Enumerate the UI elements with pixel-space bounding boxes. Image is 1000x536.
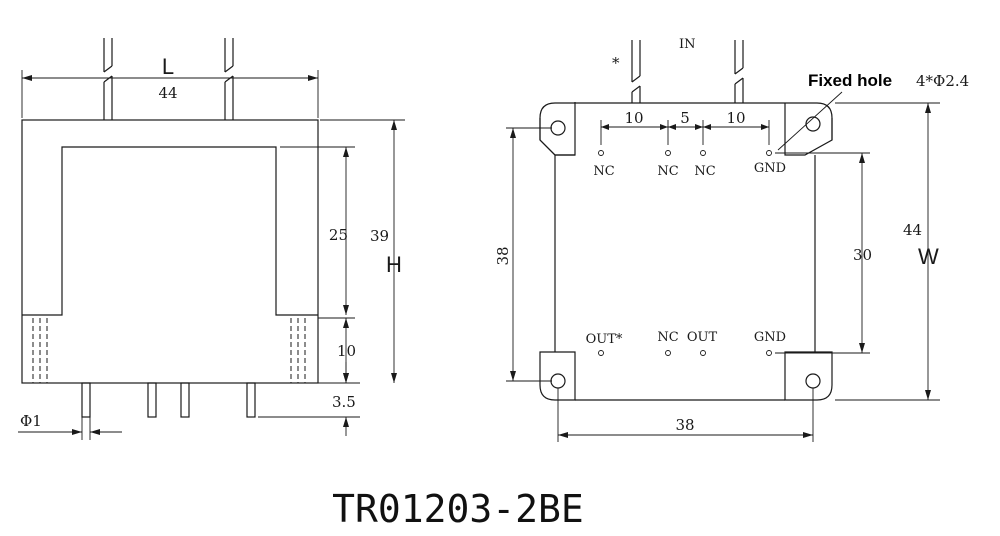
dim-25-line [280,146,355,315]
pitch-10-right: 10 [726,109,745,127]
dim-30-line [775,152,870,354]
dim-38-side: 38 [494,246,512,265]
in-label: IN [679,37,696,52]
fixed-hole-label: Fixed hole [808,71,892,90]
dim-44-line [835,102,940,401]
front-bottom-pin [180,382,190,418]
front-bottom-pin [81,382,91,418]
fixed-hole-spec: 4*Φ2.4 [916,72,969,90]
pin-hole [665,350,671,356]
model-name: TR01203-2BE [332,487,584,531]
pitch-10-left: 10 [624,109,643,127]
pin-hole [598,350,604,356]
dim-3-5: 3.5 [332,393,356,411]
dim-38-bottom-line [557,388,814,442]
dim-25: 25 [329,226,348,244]
pin-hole [598,150,604,156]
pin-diameter-dimension [18,417,122,440]
fixed-hole [805,116,821,132]
fixed-hole [550,120,566,136]
dim-39: 39 [370,227,389,245]
bottom-pin-label: NC [657,330,678,345]
pin-hole [766,350,772,356]
fixed-hole-leader [777,91,843,151]
ear-bottom-left [539,351,576,401]
dim-38-bottom: 38 [675,416,694,434]
dim-30: 30 [853,246,872,264]
bottom-pin-label: OUT [687,330,718,345]
fixed-hole [805,373,821,389]
front-bottom-pin [147,382,157,418]
front-top-lead-right [224,38,234,120]
pin-hole [700,350,706,356]
dim-44: 44 [903,221,922,239]
dim-39-line [320,119,405,383]
letter-h: H [386,252,402,277]
top-view-lead-left [631,40,641,103]
pin-hole [665,150,671,156]
letter-w: W [918,244,939,269]
top-pin-label: NC [694,164,715,179]
front-core-window [22,146,318,316]
front-bottom-pin [246,382,256,418]
dim-38-side-line [506,127,552,382]
front-view: L 44 25 39 H 10 [18,38,405,440]
bottom-pin-label: GND [754,330,786,345]
top-view: * IN Fixed hole 4*Φ2.4 10 5 10 NC NC [494,37,969,442]
width-dimension [21,70,319,118]
pin-hole [766,150,772,156]
top-pin-label: NC [657,164,678,179]
pin-pitch-dimension [600,120,770,145]
width-value: 44 [158,84,177,102]
ear-top-left [539,139,575,156]
fixed-hole [550,373,566,389]
pin-hole [700,150,706,156]
top-view-lead-right [734,40,744,103]
bottom-pin-label: OUT* [586,332,623,347]
letter-l: L [162,54,174,79]
star-mark: * [612,54,620,72]
top-pin-label: NC [593,164,614,179]
ear-bottom-right [784,351,833,401]
dim-3-5-line [258,362,360,436]
dim-10: 10 [337,342,356,360]
pitch-5: 5 [680,109,690,127]
front-top-lead-left [103,38,113,120]
pin-diameter: Φ1 [20,412,42,430]
top-view-outline-top [539,102,833,156]
top-pin-label: GND [754,161,786,176]
front-body-outline [21,119,319,384]
